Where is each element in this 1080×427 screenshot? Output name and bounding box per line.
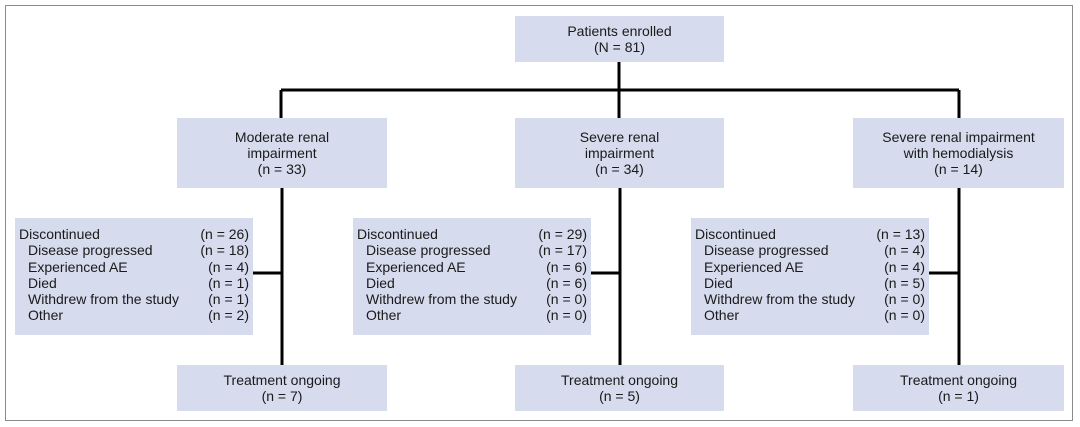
discontinued-box-moderate: Discontinued(n = 26) Disease progressed(… <box>15 218 253 335</box>
group-title-line2: with hemodialysis <box>903 145 1014 161</box>
group-title-line1: Moderate renal <box>234 129 330 145</box>
ongoing-count: (n = 5) <box>599 388 640 404</box>
figure-frame <box>5 5 1073 421</box>
treatment-ongoing-box-severe-hemodialysis: Treatment ongoing (n = 1) <box>853 365 1064 411</box>
reason-row: Withdrew from the study(n = 1) <box>28 291 249 308</box>
reason-row: Experienced AE(n = 4) <box>704 258 925 275</box>
discontinued-row: Discontinued(n = 26) <box>19 226 249 242</box>
reason-row: Died(n = 5) <box>704 274 925 291</box>
group-count: (n = 14) <box>934 161 983 177</box>
discontinued-box-severe-hemodialysis: Discontinued(n = 13) Disease progressed(… <box>691 218 929 335</box>
group-box-moderate: Moderate renal impairment (n = 33) <box>177 118 387 188</box>
ongoing-count: (n = 7) <box>261 388 303 404</box>
reason-row: Other(n = 0) <box>366 307 587 324</box>
group-title-line2: impairment <box>247 145 317 161</box>
reason-row: Other(n = 2) <box>28 307 249 324</box>
group-box-severe: Severe renal impairment (n = 34) <box>515 118 724 188</box>
reason-row: Disease progressed(n = 17) <box>366 242 587 259</box>
group-title-line1: Severe renal <box>579 129 660 145</box>
treatment-ongoing-box-moderate: Treatment ongoing (n = 7) <box>177 365 387 411</box>
patients-enrolled-box: Patients enrolled (N = 81) <box>515 16 724 62</box>
reason-row: Disease progressed(n = 4) <box>704 242 925 259</box>
root-title: Patients enrolled <box>567 23 672 39</box>
group-count: (n = 34) <box>595 161 644 177</box>
ongoing-label: Treatment ongoing <box>561 372 678 388</box>
discontinued-row: Discontinued(n = 29) <box>357 226 587 242</box>
treatment-ongoing-box-severe: Treatment ongoing (n = 5) <box>515 365 724 411</box>
ongoing-label: Treatment ongoing <box>223 372 341 388</box>
reason-row: Withdrew from the study(n = 0) <box>704 291 925 308</box>
reason-row: Other(n = 0) <box>704 307 925 324</box>
group-title-line1: Severe renal impairment <box>882 129 1035 145</box>
group-box-severe-hemodialysis: Severe renal impairment with hemodialysi… <box>853 118 1064 188</box>
reason-row: Withdrew from the study(n = 0) <box>366 291 587 308</box>
ongoing-label: Treatment ongoing <box>900 372 1017 388</box>
group-title-line2: impairment <box>584 145 655 161</box>
discontinued-box-severe: Discontinued(n = 29) Disease progressed(… <box>353 218 591 335</box>
ongoing-count: (n = 1) <box>938 388 979 404</box>
group-count: (n = 33) <box>257 161 307 177</box>
reason-row: Experienced AE(n = 6) <box>366 258 587 275</box>
root-count: (N = 81) <box>594 39 645 55</box>
reason-row: Died(n = 1) <box>28 274 249 291</box>
discontinued-row: Discontinued(n = 13) <box>695 226 925 242</box>
reason-row: Experienced AE(n = 4) <box>28 258 249 275</box>
reason-row: Died(n = 6) <box>366 274 587 291</box>
reason-row: Disease progressed(n = 18) <box>28 242 249 259</box>
